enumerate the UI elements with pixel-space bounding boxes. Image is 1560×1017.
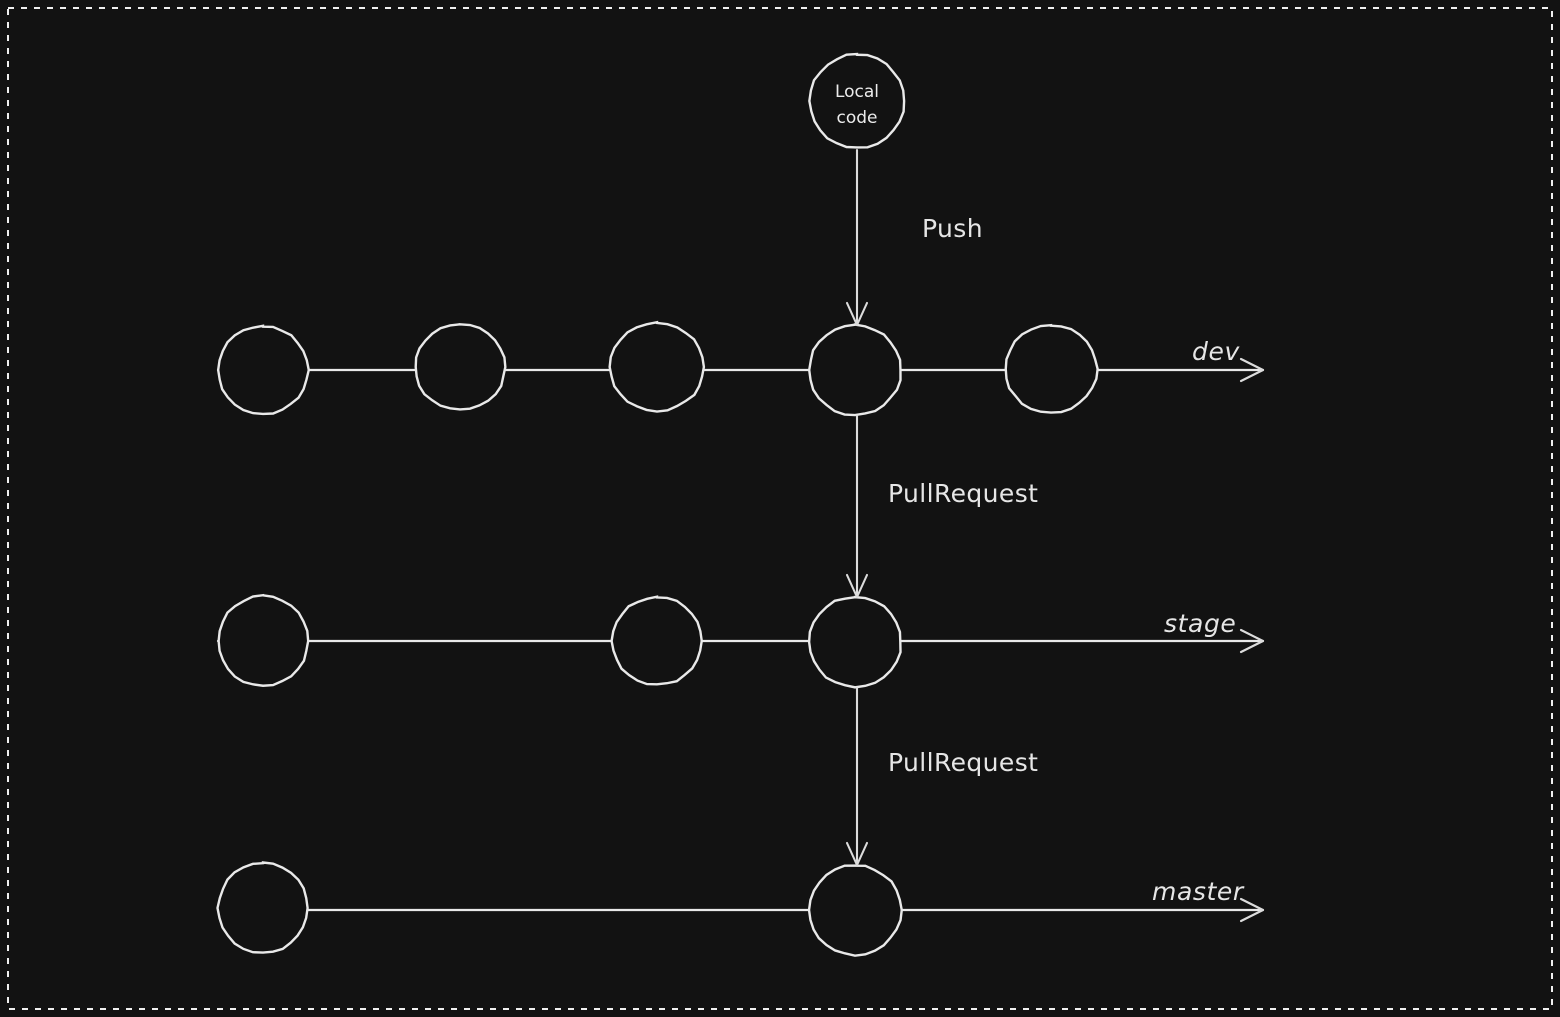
commit-node-fill <box>218 326 308 414</box>
commit-node-dev-2[interactable] <box>608 320 706 413</box>
branch-label-dev: dev <box>1192 337 1240 366</box>
flow-arrowhead-pullrequest-dev-to-stage <box>845 573 869 599</box>
local-code-node-fill <box>810 54 904 148</box>
flow-pullrequest-stage-to-master: PullRequest <box>845 686 1038 867</box>
commit-node-stage-0[interactable] <box>217 593 310 687</box>
commit-node-fill <box>1005 325 1097 413</box>
commit-node-master-0[interactable] <box>216 861 309 954</box>
commit-node-fill <box>612 597 702 685</box>
commit-node-stage-1[interactable] <box>610 595 703 686</box>
branch-dev: dev <box>216 320 1265 417</box>
local-code-node[interactable] <box>808 52 906 149</box>
flow-label-pullrequest-dev-to-stage: PullRequest <box>888 479 1038 508</box>
branch-arrowhead-dev <box>1239 357 1265 383</box>
commit-node-stage-2[interactable] <box>807 595 902 689</box>
commit-node-fill <box>415 324 505 410</box>
commit-node-dev-4[interactable] <box>1004 323 1099 414</box>
flow-label-push: Push <box>922 214 983 243</box>
branches-group: dev stage master <box>216 320 1265 957</box>
commit-node-dev-0[interactable] <box>216 324 310 416</box>
flow-arrowhead-push <box>845 301 869 327</box>
commit-node-fill <box>809 865 901 955</box>
branch-arrowhead-stage <box>1239 628 1265 654</box>
commit-node-master-1[interactable] <box>807 864 903 957</box>
flow-push: Push <box>845 148 983 327</box>
branch-arrowhead-master <box>1239 897 1265 923</box>
commit-node-fill <box>610 323 704 411</box>
commit-node-fill <box>809 597 901 687</box>
canvas-frame-border <box>7 7 1553 1010</box>
flow-arrowhead-pullrequest-stage-to-master <box>845 841 869 867</box>
branch-label-stage: stage <box>1164 609 1236 638</box>
commit-node-dev-1[interactable] <box>414 322 507 411</box>
branch-label-master: master <box>1152 877 1245 906</box>
branch-master: master <box>216 861 1265 957</box>
local-code-label-line2: code <box>837 108 878 128</box>
flow-pullrequest-dev-to-stage: PullRequest <box>845 414 1038 599</box>
commit-node-fill <box>218 596 308 686</box>
local-code-label-line1: Local <box>835 82 879 102</box>
source-node-group: Local code <box>808 52 906 149</box>
flow-label-pullrequest-stage-to-master: PullRequest <box>888 748 1038 777</box>
commit-node-fill <box>809 325 901 415</box>
commit-node-dev-3[interactable] <box>807 323 902 417</box>
branch-stage: stage <box>216 593 1265 689</box>
commit-node-fill <box>218 863 308 953</box>
